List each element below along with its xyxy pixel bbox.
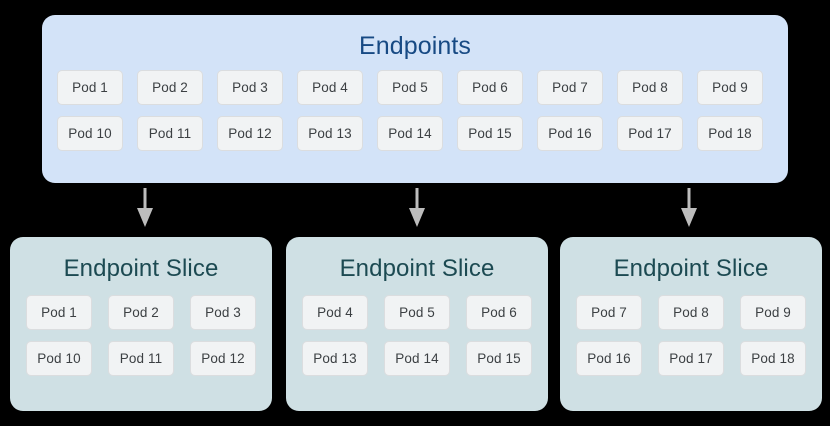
- pod-chip[interactable]: Pod 7: [537, 70, 603, 105]
- pod-chip[interactable]: Pod 10: [57, 116, 123, 151]
- pod-chip[interactable]: Pod 5: [377, 70, 443, 105]
- pod-chip[interactable]: Pod 14: [384, 341, 450, 376]
- pod-chip[interactable]: Pod 10: [26, 341, 92, 376]
- pod-chip[interactable]: Pod 8: [617, 70, 683, 105]
- endpoint-slice-pod-row: Pod 7 Pod 8 Pod 9: [576, 295, 806, 330]
- endpoints-title: Endpoints: [358, 32, 472, 60]
- pod-chip[interactable]: Pod 16: [576, 341, 642, 376]
- endpoint-slice-title: Endpoint Slice: [63, 255, 219, 282]
- endpoint-slice-panel-2: Endpoint Slice Pod 4 Pod 5 Pod 6 Pod 13 …: [286, 237, 548, 411]
- down-arrow-icon: [137, 188, 153, 227]
- pod-chip[interactable]: Pod 4: [297, 70, 363, 105]
- endpoint-slice-pod-row: Pod 1 Pod 2 Pod 3: [26, 295, 256, 330]
- endpoints-pod-row: Pod 10 Pod 11 Pod 12 Pod 13 Pod 14 Pod 1…: [57, 116, 773, 151]
- pod-chip[interactable]: Pod 7: [576, 295, 642, 330]
- down-arrow-icon: [681, 188, 697, 227]
- pod-chip[interactable]: Pod 3: [217, 70, 283, 105]
- pod-chip[interactable]: Pod 9: [740, 295, 806, 330]
- pod-chip[interactable]: Pod 15: [457, 116, 523, 151]
- endpoint-slice-pod-grid: Pod 4 Pod 5 Pod 6 Pod 13 Pod 14 Pod 15: [302, 295, 532, 376]
- pod-chip[interactable]: Pod 15: [466, 341, 532, 376]
- pod-chip[interactable]: Pod 13: [297, 116, 363, 151]
- endpoints-panel: Endpoints Pod 1 Pod 2 Pod 3 Pod 4 Pod 5 …: [42, 15, 788, 183]
- pod-chip[interactable]: Pod 18: [697, 116, 763, 151]
- endpoint-slice-pod-row: Pod 16 Pod 17 Pod 18: [576, 341, 806, 376]
- pod-chip[interactable]: Pod 8: [658, 295, 724, 330]
- endpoint-slice-title: Endpoint Slice: [339, 255, 495, 282]
- pod-chip[interactable]: Pod 9: [697, 70, 763, 105]
- endpoint-slice-panel-1: Endpoint Slice Pod 1 Pod 2 Pod 3 Pod 10 …: [10, 237, 272, 411]
- pod-chip[interactable]: Pod 12: [190, 341, 256, 376]
- endpoint-slice-pod-row: Pod 4 Pod 5 Pod 6: [302, 295, 532, 330]
- pod-chip[interactable]: Pod 4: [302, 295, 368, 330]
- endpoint-slice-pod-grid: Pod 1 Pod 2 Pod 3 Pod 10 Pod 11 Pod 12: [26, 295, 256, 376]
- pod-chip[interactable]: Pod 2: [137, 70, 203, 105]
- pod-chip[interactable]: Pod 13: [302, 341, 368, 376]
- pod-chip[interactable]: Pod 6: [457, 70, 523, 105]
- endpoints-pod-row: Pod 1 Pod 2 Pod 3 Pod 4 Pod 5 Pod 6 Pod …: [57, 70, 773, 105]
- pod-chip[interactable]: Pod 18: [740, 341, 806, 376]
- endpoint-slice-pod-grid: Pod 7 Pod 8 Pod 9 Pod 16 Pod 17 Pod 18: [576, 295, 806, 376]
- endpoint-slice-title: Endpoint Slice: [613, 255, 769, 282]
- endpoint-slice-pod-row: Pod 13 Pod 14 Pod 15: [302, 341, 532, 376]
- pod-chip[interactable]: Pod 17: [617, 116, 683, 151]
- pod-chip[interactable]: Pod 16: [537, 116, 603, 151]
- pod-chip[interactable]: Pod 6: [466, 295, 532, 330]
- pod-chip[interactable]: Pod 11: [108, 341, 174, 376]
- endpoint-slice-panel-3: Endpoint Slice Pod 7 Pod 8 Pod 9 Pod 16 …: [560, 237, 822, 411]
- endpoint-slice-pod-row: Pod 10 Pod 11 Pod 12: [26, 341, 256, 376]
- pod-chip[interactable]: Pod 3: [190, 295, 256, 330]
- down-arrow-icon: [409, 188, 425, 227]
- pod-chip[interactable]: Pod 17: [658, 341, 724, 376]
- pod-chip[interactable]: Pod 14: [377, 116, 443, 151]
- pod-chip[interactable]: Pod 1: [57, 70, 123, 105]
- pod-chip[interactable]: Pod 11: [137, 116, 203, 151]
- pod-chip[interactable]: Pod 12: [217, 116, 283, 151]
- pod-chip[interactable]: Pod 5: [384, 295, 450, 330]
- pod-chip[interactable]: Pod 2: [108, 295, 174, 330]
- endpoints-pod-grid: Pod 1 Pod 2 Pod 3 Pod 4 Pod 5 Pod 6 Pod …: [57, 70, 773, 151]
- pod-chip[interactable]: Pod 1: [26, 295, 92, 330]
